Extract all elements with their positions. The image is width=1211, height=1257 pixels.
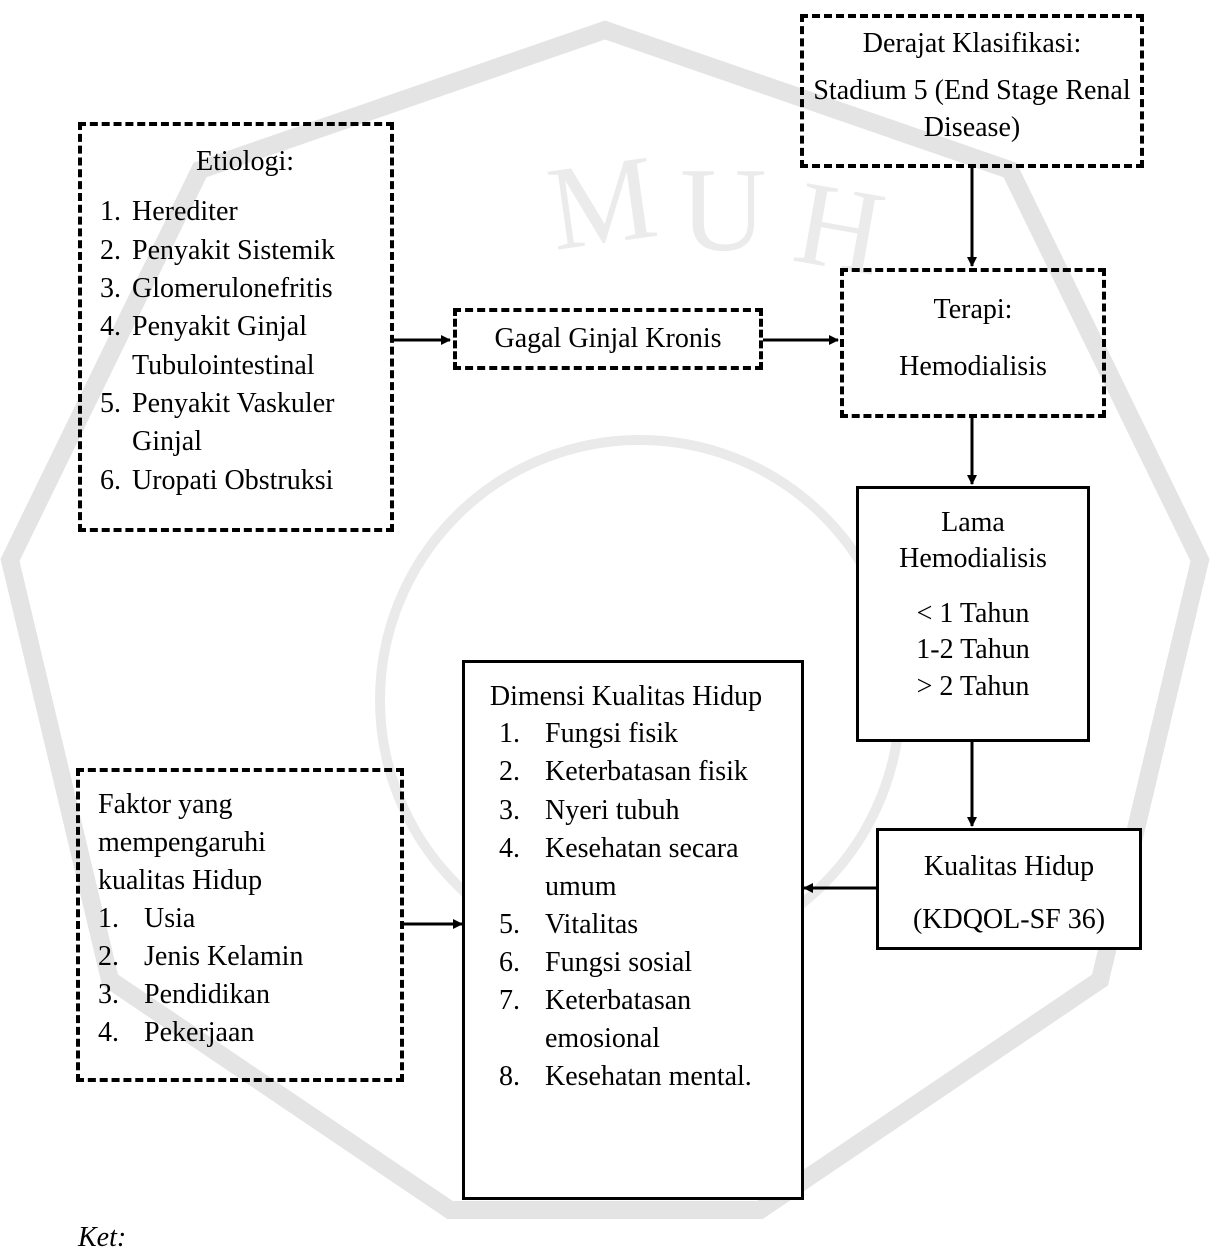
lama-hemodialisis-box: Lama Hemodialisis < 1 Tahun 1-2 Tahun > …	[856, 486, 1090, 742]
svg-text:M: M	[540, 129, 664, 276]
lama-list: < 1 Tahun 1-2 Tahun > 2 Tahun	[879, 596, 1067, 705]
faktor-title: Faktor yang mempengaruhi kualitas Hidup	[98, 789, 266, 897]
list-item: 2.Jenis Kelamin	[98, 941, 304, 973]
kualitas-body: (KDQOL-SF 36)	[912, 904, 1106, 936]
derajat-box: Derajat Klasifikasi: Stadium 5 (End Stag…	[800, 14, 1144, 168]
kualitas-title: Kualitas Hidup	[923, 851, 1095, 882]
dimensi-list: 1.Fungsi fisik 2.Keterbatasan fisik 3.Ny…	[499, 715, 793, 1096]
list-item: 5.Vitalitas	[499, 908, 639, 940]
dimensi-box: Dimensi Kualitas Hidup 1.Fungsi fisik 2.…	[462, 660, 804, 1200]
gagal-ginjal-label: Gagal Ginjal Kronis	[494, 323, 722, 354]
list-item: 8.Kesehatan mental.	[499, 1061, 752, 1093]
svg-text:U: U	[680, 143, 767, 276]
etiologi-box: Etiologi: 1.Herediter 2.Penyakit Sistemi…	[78, 122, 394, 532]
list-item: 1-2 Tahun	[916, 634, 1030, 666]
gagal-ginjal-box: Gagal Ginjal Kronis	[453, 308, 763, 370]
list-item: 2.Keterbatasan fisik	[499, 756, 748, 788]
list-item: 4.Penyakit Ginjal Tubulointestinal	[100, 311, 315, 381]
list-item: 1.Fungsi fisik	[499, 718, 679, 750]
list-item: 1.Usia	[98, 903, 196, 935]
derajat-title: Derajat Klasifikasi:	[862, 28, 1082, 59]
list-item: < 1 Tahun	[916, 597, 1030, 629]
list-item: 7.Keterbatasan emosional	[499, 984, 692, 1055]
faktor-list: 1.Usia 2.Jenis Kelamin 3.Pendidikan 4.Pe…	[98, 900, 388, 1052]
list-item: 3.Pendidikan	[98, 979, 270, 1011]
list-item: 4.Kesehatan secara umum	[499, 832, 739, 902]
faktor-box: Faktor yang mempengaruhi kualitas Hidup …	[76, 768, 404, 1082]
terapi-title: Terapi:	[933, 294, 1013, 325]
etiologi-title: Etiologi:	[196, 146, 294, 177]
etiologi-list: 1.Herediter 2.Penyakit Sistemik 3.Glomer…	[100, 193, 390, 500]
terapi-box: Terapi: Hemodialisis	[840, 268, 1106, 418]
kualitas-hidup-box: Kualitas Hidup (KDQOL-SF 36)	[876, 828, 1142, 950]
list-item: 3.Glomerulonefritis	[100, 272, 333, 304]
list-item: 3.Nyeri tubuh	[499, 794, 680, 826]
list-item: > 2 Tahun	[916, 670, 1030, 702]
list-item: 5.Penyakit Vaskuler Ginjal	[100, 387, 335, 458]
dimensi-title: Dimensi Kualitas Hidup	[489, 681, 763, 712]
derajat-body: Stadium 5 (End Stage Renal Disease)	[813, 75, 1131, 143]
list-item: 6.Fungsi sosial	[499, 946, 693, 978]
list-item: 4.Pekerjaan	[98, 1017, 255, 1049]
lama-title: Lama Hemodialisis	[899, 507, 1047, 575]
list-item: 1.Herediter	[100, 196, 238, 228]
terapi-body: Hemodialisis	[899, 351, 1047, 383]
list-item: 2.Penyakit Sistemik	[100, 234, 335, 266]
list-item: 6.Uropati Obstruksi	[100, 464, 334, 496]
